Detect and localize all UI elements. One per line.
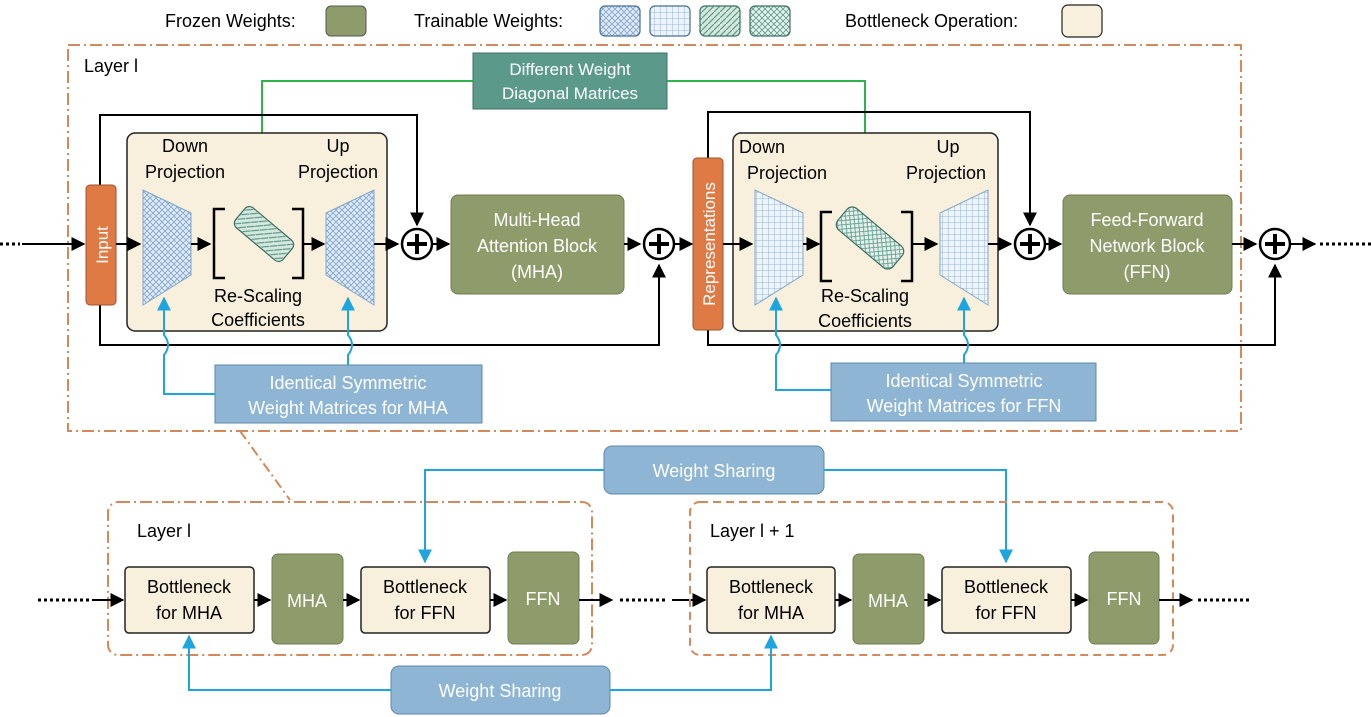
right-bracket-ffn [901, 210, 914, 283]
layer-l1-summary-frame [689, 501, 1174, 656]
blue-arrow-to-up-mha [341, 296, 355, 365]
mha-line-1: Multi-Head [493, 210, 580, 230]
identical-mha-line-1: Identical Symmetric [269, 373, 426, 393]
legend-trainable-swatch-1 [599, 5, 641, 37]
bn-mha-l1-line-2: for MHA [738, 603, 804, 623]
mha-l1-label: MHA [868, 591, 908, 611]
down-projection-mha-trapezoid [142, 189, 192, 306]
zoom-connector [239, 430, 291, 501]
add-node-1-plus [407, 234, 427, 254]
down-proj-ffn-line-2: Projection [747, 163, 827, 183]
legend-frozen-swatch [325, 5, 367, 37]
skip-top-left [99, 114, 424, 227]
diff-weight-line-1: Different Weight [509, 60, 631, 79]
identical-symmetric-mha-box [214, 364, 483, 424]
up-projection-mha-trapezoid [325, 189, 375, 306]
up-proj-mha-line-1: Up [326, 136, 349, 156]
legend-trainable-swatch-2 [649, 5, 691, 37]
legend-bottleneck-label: Bottleneck Operation: [845, 11, 1018, 31]
blue-arrow-to-up-ffn [957, 296, 971, 363]
identical-ffn-line-1: Identical Symmetric [885, 371, 1042, 391]
legend-trainable-swatch-3 [699, 5, 741, 37]
ffn-line-2: Network Block [1089, 236, 1205, 256]
weight-sharing-top-arrow-left [418, 469, 604, 564]
identical-ffn-line-2: Weight Matrices for FFN [867, 396, 1062, 416]
identical-symmetric-ffn-box [830, 362, 1097, 422]
rescale-diagonal-mha [233, 205, 295, 263]
ffn-l1-label: FFN [1107, 589, 1142, 609]
up-projection-ffn-trapezoid [939, 189, 989, 306]
add-node-4-plus [1265, 234, 1285, 254]
down-proj-mha-line-1: Down [162, 136, 208, 156]
bn-ffn-l-line-1: Bottleneck [383, 577, 468, 597]
weight-sharing-bottom-arrow-right [610, 634, 778, 691]
bn-ffn-l-line-2: for FFN [395, 603, 456, 623]
blue-arrow-to-down-ffn [769, 296, 831, 391]
skip-bottom-left [99, 263, 666, 346]
up-proj-ffn-line-2: Projection [906, 163, 986, 183]
ffn-l-label: FFN [526, 589, 561, 609]
weight-sharing-bottom-arrow-left [182, 634, 391, 691]
identical-mha-line-2: Weight Matrices for MHA [248, 398, 448, 418]
legend: Frozen Weights: Trainable Weights: Bottl… [165, 4, 1103, 38]
rescale-diagonal-ffn [835, 206, 905, 270]
ffn-l-block [507, 551, 580, 645]
weight-sharing-top-arrow-right [824, 469, 1013, 564]
left-bracket-ffn [819, 210, 832, 283]
ffn-l1-block [1088, 551, 1160, 645]
diff-weight-line-2: Diagonal Matrices [502, 84, 638, 103]
mha-line-3: (MHA) [511, 262, 563, 282]
add-node-2-plus [649, 234, 669, 254]
legend-frozen-label: Frozen Weights: [165, 11, 296, 31]
rescale-mha-line-2: Coefficients [211, 310, 305, 330]
layer-l-detail-frame [67, 44, 1242, 432]
bn-mha-l1-line-1: Bottleneck [729, 577, 814, 597]
input-label: Input [93, 226, 112, 264]
ffn-line-1: Feed-Forward [1090, 210, 1203, 230]
weight-sharing-top-label: Weight Sharing [653, 461, 776, 481]
left-bracket-mha [212, 207, 225, 280]
mha-line-2: Attention Block [477, 236, 598, 256]
up-proj-mha-line-2: Projection [298, 162, 378, 182]
weight-sharing-bottom-label: Weight Sharing [439, 681, 562, 701]
skip-bottom-right [707, 263, 1282, 346]
layer-l1-summary-title: Layer l + 1 [710, 521, 795, 541]
up-proj-ffn-line-1: Up [936, 137, 959, 157]
layer-l-summary-frame [107, 501, 593, 656]
rescale-ffn-line-1: Re-Scaling [821, 286, 909, 306]
rescale-ffn-line-2: Coefficients [818, 311, 912, 331]
down-proj-ffn-line-1: Down [739, 137, 785, 157]
skip-top-right [707, 111, 1037, 227]
legend-trainable-label: Trainable Weights: [414, 11, 563, 31]
legend-bottleneck-swatch [1061, 4, 1103, 38]
down-projection-ffn-trapezoid [754, 189, 804, 306]
bn-mha-l-line-2: for MHA [156, 603, 222, 623]
ffn-line-3: (FFN) [1124, 262, 1171, 282]
layer-l-detail-title: Layer l [84, 56, 138, 76]
right-bracket-mha [292, 207, 305, 280]
representations-label: Representations [700, 182, 719, 306]
mha-l-label: MHA [287, 591, 327, 611]
legend-trainable-swatch-4 [749, 5, 791, 37]
bn-ffn-l1-line-2: for FFN [976, 603, 1037, 623]
diff-weight-diagonal-box [472, 52, 668, 110]
bn-mha-l-line-1: Bottleneck [147, 577, 232, 597]
bn-ffn-l1-line-1: Bottleneck [964, 577, 1049, 597]
blue-arrow-to-down-mha [157, 296, 215, 395]
layer-l-summary-title: Layer l [137, 521, 191, 541]
down-proj-mha-line-2: Projection [145, 162, 225, 182]
add-node-3-plus [1020, 234, 1040, 254]
rescale-mha-line-1: Re-Scaling [214, 286, 302, 306]
